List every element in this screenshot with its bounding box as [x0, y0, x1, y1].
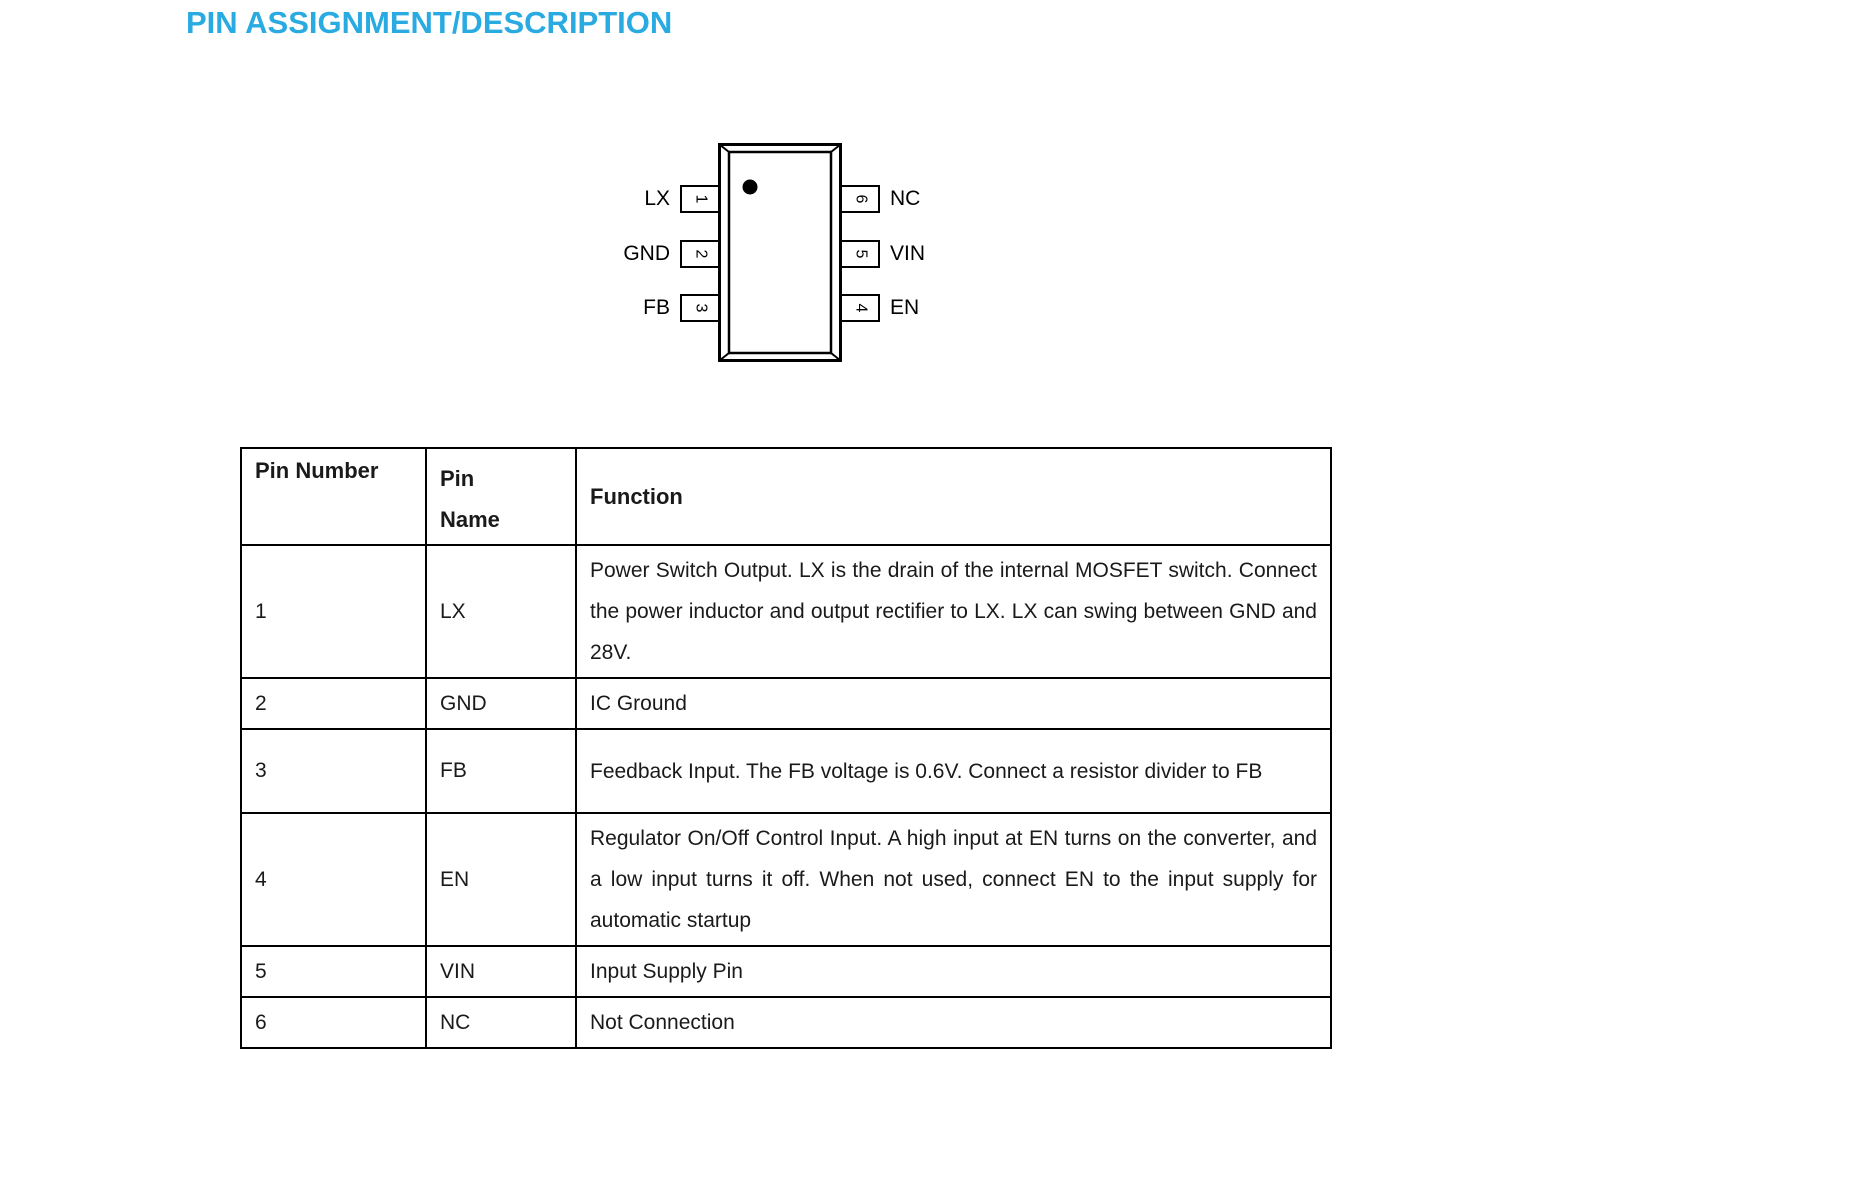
pin-function-cell: Input Supply Pin — [575, 945, 1332, 998]
page-title: PIN ASSIGNMENT/DESCRIPTION — [186, 5, 673, 40]
pin-6-number: 6 — [852, 194, 869, 204]
pin-name-cell: LX — [425, 544, 577, 679]
pin-number-cell: 4 — [240, 812, 427, 947]
pin-function-cell: IC Ground — [575, 677, 1332, 730]
pin-1-dot — [742, 179, 758, 195]
pin-description-table: Pin Number Pin Name Function 1 LX Power … — [240, 447, 1332, 1049]
corner-bevel-bottom-left — [718, 352, 730, 362]
corner-bevel-top-left — [718, 143, 730, 153]
pin-number-cell: 2 — [240, 677, 427, 730]
pin-name-cell: VIN — [425, 945, 577, 998]
ic-pin-diagram: 1 2 3 6 5 4 LX GND FB NC VIN EN — [600, 140, 1000, 375]
table-row: 3 FB Feedback Input. The FB voltage is 0… — [240, 728, 1332, 814]
pin-name-cell: GND — [425, 677, 577, 730]
pin-5-number: 5 — [852, 249, 869, 259]
package-outer-body — [718, 143, 842, 362]
pin-1-number: 1 — [692, 194, 709, 204]
pin-number-cell: 1 — [240, 544, 427, 679]
table-row: 4 EN Regulator On/Off Control Input. A h… — [240, 812, 1332, 947]
package-inner-body — [727, 150, 833, 355]
table-row: 5 VIN Input Supply Pin — [240, 945, 1332, 998]
table-header-row: Pin Number Pin Name Function — [240, 447, 1332, 546]
table-row: 6 NC Not Connection — [240, 996, 1332, 1049]
corner-bevel-top-right — [830, 143, 842, 153]
pin-5-label: VIN — [890, 242, 926, 265]
pin-number-cell: 5 — [240, 945, 427, 998]
pin-5: 5 — [840, 240, 880, 268]
pin-function-cell: Not Connection — [575, 996, 1332, 1049]
pin-4-number: 4 — [852, 303, 869, 313]
pin-name-cell: EN — [425, 812, 577, 947]
pin-function-cell: Power Switch Output. LX is the drain of … — [575, 544, 1332, 679]
pin-4: 4 — [840, 294, 880, 322]
header-pin-name: Pin Name — [425, 447, 577, 546]
pin-6: 6 — [840, 185, 880, 213]
table-row: 2 GND IC Ground — [240, 677, 1332, 730]
pin-2: 2 — [680, 240, 720, 268]
pin-1-label: LX — [644, 187, 670, 210]
pin-3-number: 3 — [692, 303, 709, 313]
pin-6-label: NC — [890, 187, 921, 210]
ic-package-outline — [718, 143, 842, 362]
pin-name-cell: NC — [425, 996, 577, 1049]
table-row: 1 LX Power Switch Output. LX is the drai… — [240, 544, 1332, 679]
pin-2-label: GND — [623, 242, 670, 265]
pin-number-cell: 6 — [240, 996, 427, 1049]
pin-1: 1 — [680, 185, 720, 213]
pin-4-label: EN — [890, 296, 920, 319]
pin-3-label: FB — [643, 296, 670, 319]
header-pin-number: Pin Number — [240, 447, 427, 546]
pin-name-cell: FB — [425, 728, 577, 814]
pin-number-cell: 3 — [240, 728, 427, 814]
pin-3: 3 — [680, 294, 720, 322]
pin-2-number: 2 — [692, 249, 709, 259]
corner-bevel-bottom-right — [830, 352, 842, 362]
pin-function-cell: Regulator On/Off Control Input. A high i… — [575, 812, 1332, 947]
header-function: Function — [575, 447, 1332, 546]
pin-function-cell: Feedback Input. The FB voltage is 0.6V. … — [575, 728, 1332, 814]
